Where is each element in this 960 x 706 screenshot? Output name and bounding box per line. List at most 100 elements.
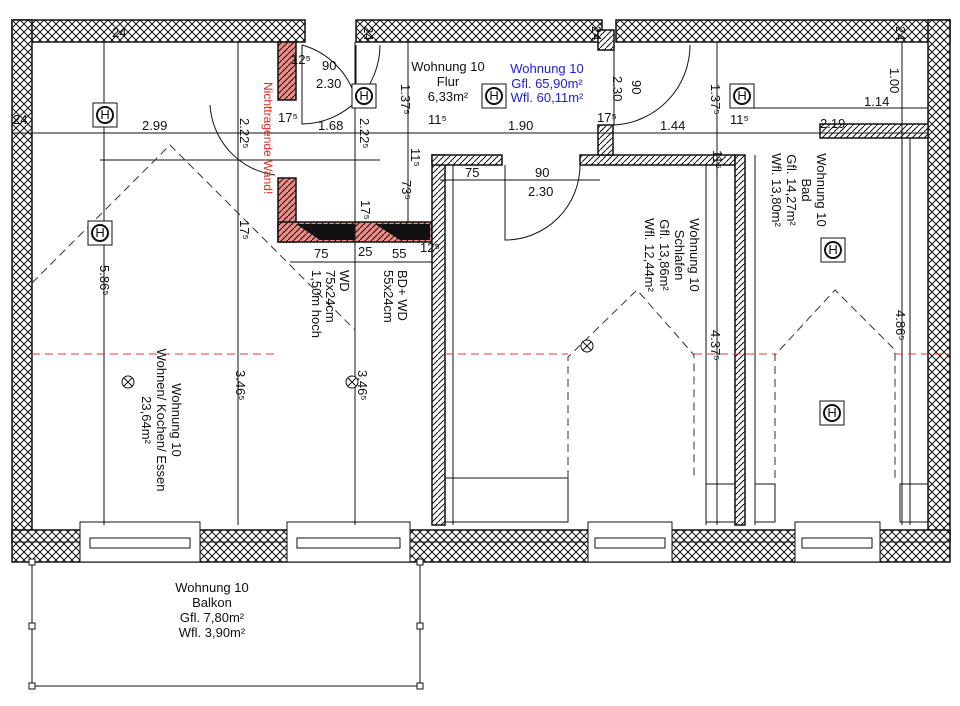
svg-text:H: H [100, 107, 109, 122]
svg-text:24: 24 [112, 25, 126, 40]
svg-text:H: H [489, 88, 498, 103]
svg-text:H: H [95, 225, 104, 240]
label-bad: Wohnung 10 Bad Gfl. 14,27m² Wfl. 13,80m² [769, 153, 829, 227]
svg-text:11⁵: 11⁵ [408, 148, 423, 167]
svg-text:Wohnung 10: Wohnung 10 [169, 383, 184, 457]
svg-text:17⁵: 17⁵ [237, 220, 252, 240]
svg-text:Balkon: Balkon [192, 595, 232, 610]
label-schlafen: Wohnung 10 Schlafen Gfl. 13,86m² Wfl. 12… [642, 218, 702, 292]
svg-text:Wohnung 10: Wohnung 10 [510, 61, 584, 76]
ceiling-light-icon [121, 375, 135, 389]
svg-text:75: 75 [465, 165, 479, 180]
nonbearing-wall-note: Nichttragende Wand! [261, 82, 275, 194]
svg-text:H: H [828, 242, 837, 257]
exterior-walls [11, 19, 951, 563]
svg-text:75x24cm: 75x24cm [323, 270, 338, 323]
svg-text:Wohnung 10: Wohnung 10 [175, 580, 249, 595]
svg-text:Wfl. 3,90m²: Wfl. 3,90m² [179, 625, 246, 640]
dimension-labels: 24 24 24 24 24 90 2.30 12⁵ 17⁵ 1.68 2.22… [13, 25, 908, 401]
svg-text:Wohnung 10: Wohnung 10 [687, 218, 702, 292]
svg-text:1.14: 1.14 [864, 94, 889, 109]
svg-text:H: H [359, 88, 368, 103]
svg-text:11⁵: 11⁵ [710, 150, 725, 169]
svg-text:Gfl. 7,80m²: Gfl. 7,80m² [180, 610, 245, 625]
svg-text:55: 55 [392, 246, 406, 261]
svg-text:Gfl. 65,90m²: Gfl. 65,90m² [511, 76, 583, 91]
svg-text:Wohnung 10: Wohnung 10 [411, 59, 485, 74]
svg-text:24: 24 [589, 26, 604, 40]
svg-text:2.19: 2.19 [820, 116, 845, 131]
dimension-lines [12, 42, 950, 525]
svg-text:Wfl. 12,44m²: Wfl. 12,44m² [642, 218, 657, 292]
label-balkon: Wohnung 10 Balkon Gfl. 7,80m² Wfl. 3,90m… [175, 580, 249, 640]
svg-text:2.30: 2.30 [528, 184, 553, 199]
svg-text:5.86⁵: 5.86⁵ [97, 265, 112, 296]
svg-text:Wohnen/ Kochen/ Essen: Wohnen/ Kochen/ Essen [154, 349, 169, 492]
heater-icon: H [819, 400, 845, 426]
svg-text:1.37⁵: 1.37⁵ [398, 84, 413, 115]
svg-text:90: 90 [629, 80, 644, 94]
svg-text:Flur: Flur [437, 74, 460, 89]
balcony-outline [28, 558, 424, 690]
svg-text:1.37⁵: 1.37⁵ [708, 84, 723, 115]
heater-icon: H [481, 83, 507, 109]
svg-text:2.30: 2.30 [610, 76, 625, 101]
svg-text:11⁵: 11⁵ [428, 112, 447, 127]
svg-text:2.22⁵: 2.22⁵ [357, 118, 372, 149]
svg-text:11⁵: 11⁵ [730, 112, 749, 127]
svg-text:12⁵: 12⁵ [291, 52, 311, 67]
svg-text:17⁵: 17⁵ [358, 200, 373, 220]
note-wd1: WD 75x24cm 1,50m hoch [309, 270, 352, 338]
svg-text:Gfl. 13,86m²: Gfl. 13,86m² [657, 219, 672, 291]
svg-text:55x24cm: 55x24cm [381, 270, 396, 323]
svg-text:6,33m²: 6,33m² [428, 89, 469, 104]
svg-text:Schlafen: Schlafen [672, 230, 687, 281]
svg-text:1.68: 1.68 [318, 118, 343, 133]
svg-text:1.90: 1.90 [508, 118, 533, 133]
svg-text:24: 24 [361, 26, 376, 40]
label-apartment-summary: Wohnung 10 Gfl. 65,90m² Wfl. 60,11m² [510, 61, 584, 105]
ceiling-light-icon [345, 375, 359, 389]
svg-text:3.46⁵: 3.46⁵ [233, 370, 248, 401]
note-wd2: BD+ WD 55x24cm [381, 270, 410, 323]
svg-text:4.86⁵: 4.86⁵ [893, 310, 908, 341]
svg-text:2.22⁵: 2.22⁵ [237, 118, 252, 149]
svg-text:23,64m²: 23,64m² [139, 396, 154, 444]
ceiling-light-icons [121, 339, 594, 389]
svg-text:2.30: 2.30 [316, 76, 341, 91]
svg-text:Wohnung 10: Wohnung 10 [814, 153, 829, 227]
heater-icon: H [87, 220, 113, 246]
svg-text:2.99: 2.99 [142, 118, 167, 133]
svg-text:73⁵: 73⁵ [399, 180, 414, 200]
svg-text:1.00: 1.00 [887, 68, 902, 93]
label-wohnen: Wohnung 10 Wohnen/ Kochen/ Essen 23,64m² [139, 349, 184, 492]
heater-icons: H H H H H H H [87, 83, 846, 426]
heater-icon: H [351, 83, 377, 109]
svg-text:90: 90 [322, 58, 336, 73]
svg-text:17⁵: 17⁵ [278, 110, 298, 125]
svg-text:H: H [737, 88, 746, 103]
svg-text:17⁵: 17⁵ [597, 110, 617, 125]
ceiling-light-icon [580, 339, 594, 353]
svg-text:90: 90 [535, 165, 549, 180]
svg-text:H: H [827, 405, 836, 420]
svg-text:24: 24 [13, 112, 27, 127]
label-flur: Wohnung 10 Flur 6,33m² [411, 59, 485, 104]
svg-text:12⁵: 12⁵ [420, 240, 440, 255]
svg-text:75: 75 [314, 246, 328, 261]
svg-text:WD: WD [337, 270, 352, 292]
svg-text:Wfl. 13,80m²: Wfl. 13,80m² [769, 153, 784, 227]
svg-text:1,50m hoch: 1,50m hoch [309, 270, 324, 338]
heater-icon: H [820, 237, 846, 263]
heater-icon: H [92, 102, 118, 128]
svg-text:Wfl. 60,11m²: Wfl. 60,11m² [511, 90, 584, 105]
svg-text:3.46⁵: 3.46⁵ [355, 370, 370, 401]
svg-text:BD+ WD: BD+ WD [395, 270, 410, 321]
svg-text:24: 24 [893, 26, 908, 40]
svg-text:1.44: 1.44 [660, 118, 685, 133]
svg-text:4.37⁵: 4.37⁵ [708, 330, 723, 361]
heater-icon: H [729, 83, 755, 109]
svg-text:Bad: Bad [799, 178, 814, 201]
interior-walls [277, 29, 929, 526]
